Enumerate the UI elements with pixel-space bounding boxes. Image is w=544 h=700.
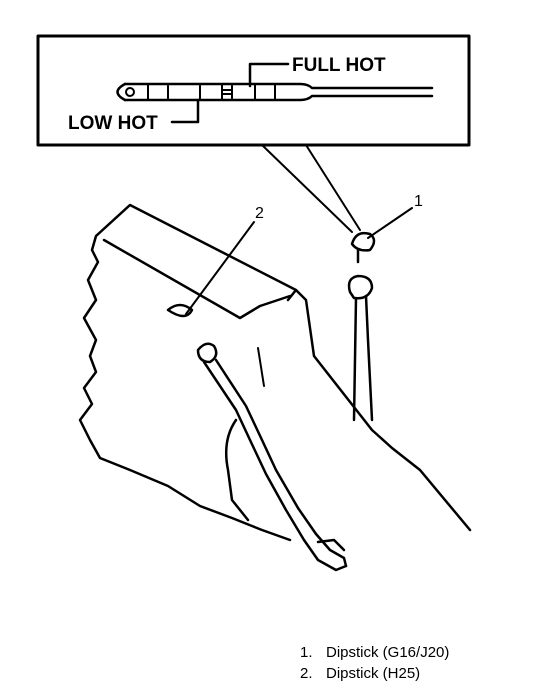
full-hot-label: FULL HOT — [292, 55, 386, 76]
engine-block — [78, 203, 472, 542]
low-hot-label: LOW HOT — [68, 113, 158, 134]
engine-top-edge — [102, 238, 292, 320]
zoom-lines — [261, 144, 361, 233]
engine-contour — [225, 418, 250, 522]
full-hot-leader — [248, 62, 290, 88]
legend-text: Dipstick (G16/J20) — [326, 644, 450, 661]
legend-item: 2. Dipstick (H25) — [300, 663, 449, 684]
legend-text: Dipstick (H25) — [326, 665, 421, 682]
legend-item: 1. Dipstick (G16/J20) — [300, 642, 449, 663]
inset-dipstick — [116, 82, 434, 102]
callout-2-number: 2 — [255, 205, 264, 222]
callout-1-number: 1 — [414, 193, 423, 210]
callout-1-leader — [367, 207, 413, 239]
legend-number: 1. — [300, 644, 313, 661]
legend-number: 2. — [300, 665, 313, 682]
low-hot-leader — [170, 98, 200, 124]
dipstick-2 — [166, 303, 348, 572]
dipstick-1 — [347, 231, 376, 422]
legend: 1. Dipstick (G16/J20) 2. Dipstick (H25) — [300, 642, 449, 684]
callout-2-leader — [185, 221, 255, 315]
engine-crease — [257, 347, 265, 387]
inset-box — [36, 34, 471, 147]
